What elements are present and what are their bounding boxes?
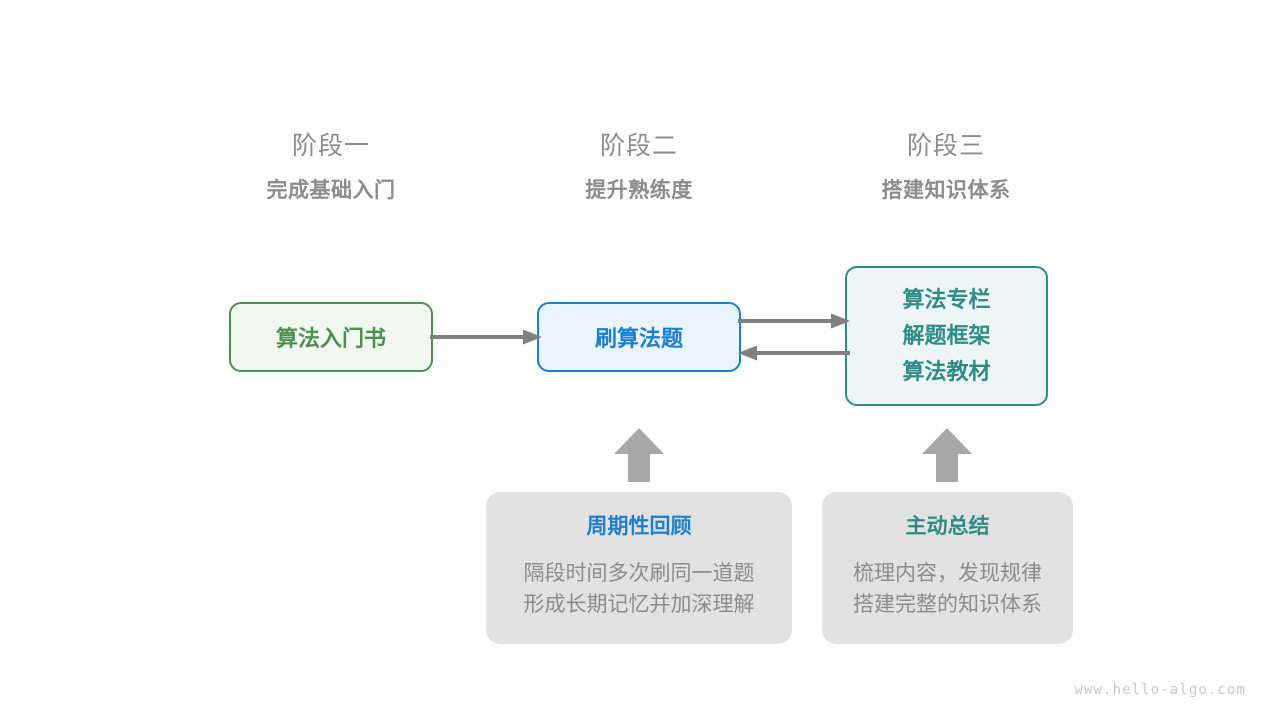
note-review-body: 隔段时间多次刷同一道题 形成长期记忆并加深理解 (486, 558, 792, 620)
note-summary-body: 梳理内容，发现规律 搭建完整的知识体系 (822, 558, 1073, 620)
stage-2-index: 阶段二 (599, 132, 678, 160)
block-arrow-up-summary (922, 428, 972, 482)
node-practice-label: 刷算法题 (594, 326, 683, 351)
note-summary-line-2: 搭建完整的知识体系 (853, 593, 1042, 616)
block-arrow-up-review (614, 428, 664, 482)
arrow-practice-to-resources (738, 313, 850, 329)
arrow-book-to-practice (430, 329, 542, 345)
watermark-url: www.hello-algo.com (1074, 682, 1246, 698)
stage-header-1: 阶段一 完成基础入门 (211, 131, 451, 204)
note-review-line-2: 形成长期记忆并加深理解 (523, 593, 755, 616)
stage-1-index: 阶段一 (291, 132, 370, 160)
note-summary-line-1: 梳理内容，发现规律 (853, 562, 1042, 585)
node-resources-line-2: 解题框架 (902, 323, 991, 348)
stage-2-description: 提升熟练度 (585, 179, 693, 202)
note-summary-title: 主动总结 (905, 515, 990, 538)
stage-3-index: 阶段三 (906, 132, 985, 160)
note-review-line-1: 隔段时间多次刷同一道题 (523, 562, 755, 585)
stage-3-description: 搭建知识体系 (881, 179, 1011, 202)
stage-1-description: 完成基础入门 (266, 179, 396, 202)
note-card-periodic-review: 周期性回顾 隔段时间多次刷同一道题 形成长期记忆并加深理解 (486, 492, 792, 644)
node-resources-line-3: 算法教材 (902, 359, 991, 384)
node-resources-line-1: 算法专栏 (902, 287, 991, 312)
note-review-title: 周期性回顾 (586, 515, 692, 538)
stage-header-3: 阶段三 搭建知识体系 (826, 131, 1066, 204)
arrow-resources-to-practice (738, 345, 850, 361)
stage-header-2: 阶段二 提升熟练度 (519, 131, 759, 204)
node-algorithm-intro-book: 算法入门书 (229, 302, 433, 372)
node-book-label: 算法入门书 (275, 326, 386, 351)
note-card-active-summary: 主动总结 梳理内容，发现规律 搭建完整的知识体系 (822, 492, 1073, 644)
node-learning-resources: 算法专栏 解题框架 算法教材 (845, 266, 1048, 406)
node-practice-problems: 刷算法题 (537, 302, 741, 372)
